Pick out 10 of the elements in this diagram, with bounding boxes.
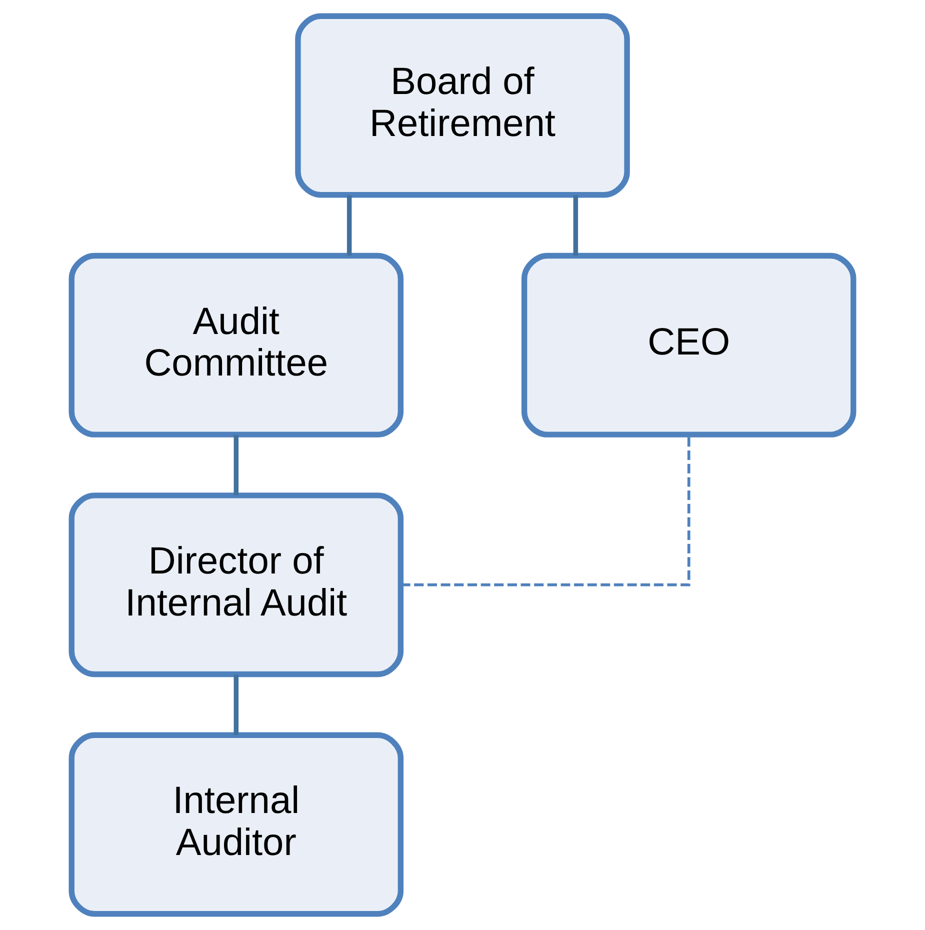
connector xyxy=(234,435,239,496)
connector xyxy=(400,435,690,586)
node-box: CEO xyxy=(521,252,856,438)
connector xyxy=(573,195,578,256)
node-box: Board of Retirement xyxy=(295,13,630,198)
node-box: Internal Auditor xyxy=(68,732,404,917)
node-box: Audit Committee xyxy=(68,252,404,438)
connector xyxy=(346,195,352,256)
connector xyxy=(234,674,239,735)
node-box: Director of Internal Audit xyxy=(68,492,404,678)
